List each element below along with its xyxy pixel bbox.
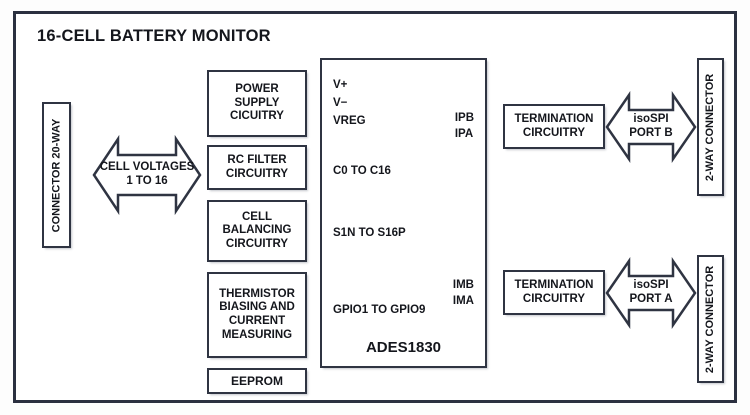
cell-voltages-arrow: CELL VOLTAGES 1 TO 16 (92, 133, 202, 217)
rc-filter-circuitry-box: RC FILTER CIRCUITRY (207, 145, 307, 190)
termination-b-line2: CIRCUITRY (522, 126, 586, 139)
page-title: 16-CELL BATTERY MONITOR (37, 27, 271, 45)
termination-circuitry-port-b-box: TERMINATION CIRCUITRY (503, 104, 605, 149)
ic-pin-imb-ima: IMB IMA (453, 278, 474, 309)
eeprom-label: EEPROM (230, 373, 283, 388)
thermistor-biasing-current-measuring-box: THERMISTOR BIASING AND CURRENT MEASURING (207, 272, 307, 358)
cell-balancing-line1: CELL (241, 210, 273, 223)
power-supply-circuitry-box: POWER SUPPLY CICUITRY (207, 70, 307, 137)
thermistor-line3: CURRENT (228, 315, 286, 327)
ic-pin-vreg: VREG (333, 115, 366, 127)
thermistor-line1: THERMISTOR (219, 287, 295, 300)
connector-20-way-box: CONNECTOR 20-WAY (42, 102, 71, 248)
ic-pin-v-plus: V+ (333, 79, 348, 91)
connector-2-way-port-b-label: 2-WAY CONNECTOR (704, 73, 717, 181)
connector-2-way-port-b-box: 2-WAY CONNECTOR (697, 58, 724, 196)
thermistor-line2: BIASING AND (219, 301, 295, 314)
cell-balancing-circuitry-box: CELL BALANCING CIRCUITRY (207, 200, 307, 262)
connector-2-way-port-a-box: 2-WAY CONNECTOR (697, 255, 724, 383)
isospi-port-b-arrow: isoSPI PORT B (605, 91, 697, 163)
rc-filter-line2: CIRCUITRY (225, 167, 289, 180)
ic-pin-ipb-ipa: IPB IPA (455, 111, 474, 142)
power-supply-line3: CICUITRY (230, 110, 284, 123)
ades1830-ic-block: V+ V− VREG C0 TO C16 S1N TO S16P GPIO1 T… (320, 58, 487, 368)
termination-a-line2: CIRCUITRY (522, 292, 586, 305)
ic-pin-c0-to-c16: C0 TO C16 (333, 165, 391, 177)
termination-a-line1: TERMINATION (514, 278, 594, 291)
termination-circuitry-port-a-box: TERMINATION CIRCUITRY (503, 270, 605, 315)
rc-filter-line1: RC FILTER (227, 153, 287, 166)
connector-20-way-label: CONNECTOR 20-WAY (50, 118, 63, 232)
eeprom-box: EEPROM (207, 368, 307, 394)
cell-balancing-line2: BALANCING (222, 224, 292, 237)
ic-pin-ipb: IPB (454, 112, 474, 124)
ic-pin-v-minus: V− (333, 97, 348, 109)
thermistor-line4: MEASURING (221, 328, 293, 341)
power-supply-line2: SUPPLY (234, 96, 280, 109)
ic-pin-imb: IMB (452, 279, 474, 291)
cell-balancing-line3: CIRCUITRY (225, 237, 289, 250)
connector-2-way-port-a-label: 2-WAY CONNECTOR (704, 265, 717, 373)
ic-pin-ima: IMA (452, 294, 474, 307)
termination-b-line1: TERMINATION (514, 112, 594, 125)
power-supply-line1: POWER (235, 83, 279, 96)
ic-pin-gpio1-to-gpio9: GPIO1 TO GPIO9 (333, 304, 426, 316)
isospi-port-a-arrow: isoSPI PORT A (605, 257, 697, 329)
ic-pin-ipa: IPA (454, 127, 474, 140)
ic-pin-s1n-to-s16p: S1N TO S16P (333, 227, 406, 239)
ic-part-name: ADES1830 (365, 339, 442, 356)
